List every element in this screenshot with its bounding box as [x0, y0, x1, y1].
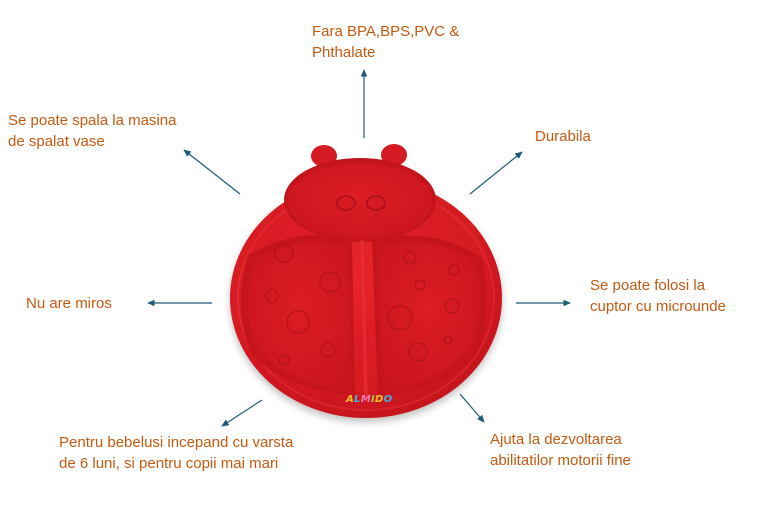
feature-odorless: Nu are miros	[26, 293, 112, 314]
brand-letter: O	[383, 394, 393, 405]
arrow-down-left	[221, 399, 263, 427]
brand-letter: A	[346, 394, 355, 405]
feature-dishwasher-line2: de spalat vase	[8, 133, 105, 150]
feature-motor-skills: Ajuta la dezvoltarea abilitatilor motori…	[490, 429, 631, 471]
feature-motor-skills-line1: Ajuta la dezvoltarea	[490, 431, 622, 448]
plate-dots	[265, 243, 460, 366]
feature-bpa-free: Fara BPA,BPS,PVC & Phthalate	[312, 21, 459, 63]
feature-age-line1: Pentru bebelusi incepand cu varsta	[59, 434, 294, 451]
feature-dishwasher-line1: Se poate spala la masina	[8, 112, 177, 129]
feature-bpa-free-line1: Fara BPA,BPS,PVC &	[312, 23, 460, 40]
feature-oven-line1: Se poate folosi la	[590, 277, 706, 294]
feature-durable-line1: Durabila	[535, 128, 591, 145]
feature-odorless-line1: Nu are miros	[26, 295, 112, 312]
plate-ear-right	[381, 144, 407, 166]
brand-letter: L	[354, 394, 361, 405]
feature-oven-line2: cuptor cu microunde	[590, 298, 726, 315]
feature-age: Pentru bebelusi incepand cu varsta de 6 …	[59, 432, 293, 474]
feature-age-line2: de 6 luni, si pentru copii mai mari	[59, 455, 279, 472]
arrow-up-left	[183, 149, 241, 195]
feature-dishwasher: Se poate spala la masina de spalat vase	[8, 110, 176, 152]
brand-letter: I	[371, 394, 376, 405]
brand-text: ALMIDO	[346, 394, 392, 405]
feature-durable: Durabila	[535, 126, 591, 147]
brand-letter: D	[375, 394, 384, 405]
feature-motor-skills-line2: abilitatilor motorii fine	[490, 452, 631, 469]
brand-logo: ALMIDO	[346, 394, 392, 405]
feature-oven: Se poate folosi la cuptor cu microunde	[590, 275, 726, 317]
feature-bpa-free-line2: Phthalate	[312, 44, 376, 61]
arrow-down-right	[459, 393, 485, 423]
brand-letter: M	[360, 394, 371, 405]
arrow-up-right	[469, 151, 523, 195]
